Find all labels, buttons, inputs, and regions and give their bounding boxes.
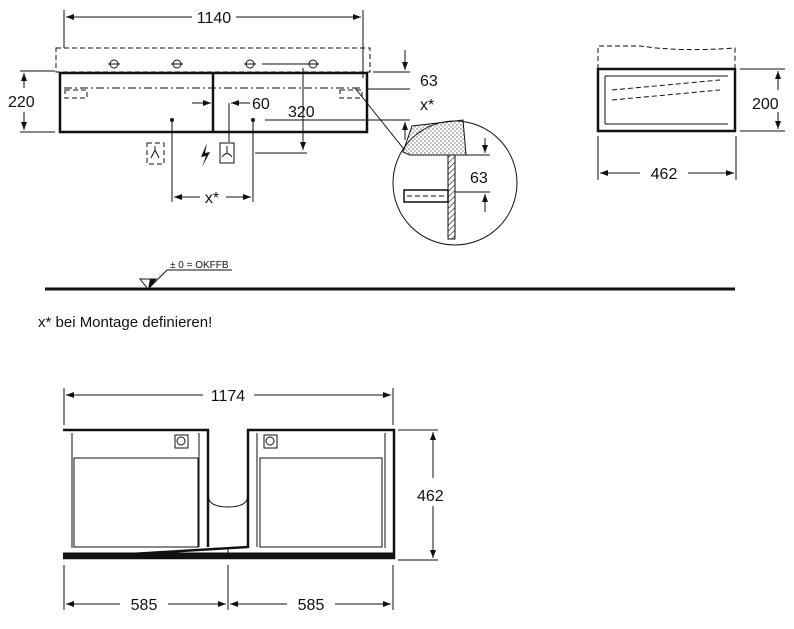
top-depth-dimension: 462: [417, 488, 444, 505]
tap-holes: [108, 59, 319, 69]
side-view: 200 462: [596, 45, 785, 183]
bracket-detail: 63: [354, 87, 518, 246]
side-depth-dimension: 462: [651, 166, 678, 183]
offset-60-dimension: 60: [252, 96, 270, 113]
water-supply-icon: [146, 142, 165, 165]
floor-level-label: ± 0 = OKFFB: [170, 260, 229, 271]
left-half-dimension: 585: [131, 597, 158, 614]
mounting-note: x* bei Montage definieren!: [38, 314, 212, 331]
electrical-icon: [201, 143, 210, 167]
top-offset-dimension: 63: [420, 73, 438, 90]
x-star-vertical-dimension: x*: [420, 97, 434, 114]
offset-320-dimension: 320: [288, 104, 315, 121]
top-view: 1174 462 585 585: [62, 388, 444, 614]
drain-icon: [219, 142, 235, 164]
front-width-dimension: 1140: [197, 10, 232, 27]
x-star-horizontal-dimension: x*: [205, 190, 219, 207]
floor-reference: ± 0 = OKFFB: [45, 260, 735, 291]
bracket-63-dimension: 63: [470, 170, 488, 187]
top-width-dimension: 1174: [211, 388, 246, 405]
side-height-dimension: 200: [752, 96, 779, 113]
washbasin-outline: [55, 47, 371, 73]
front-height-dimension: 220: [8, 94, 35, 111]
right-half-dimension: 585: [298, 597, 325, 614]
front-view: 1140 220 63 x* 60 320: [8, 10, 438, 207]
